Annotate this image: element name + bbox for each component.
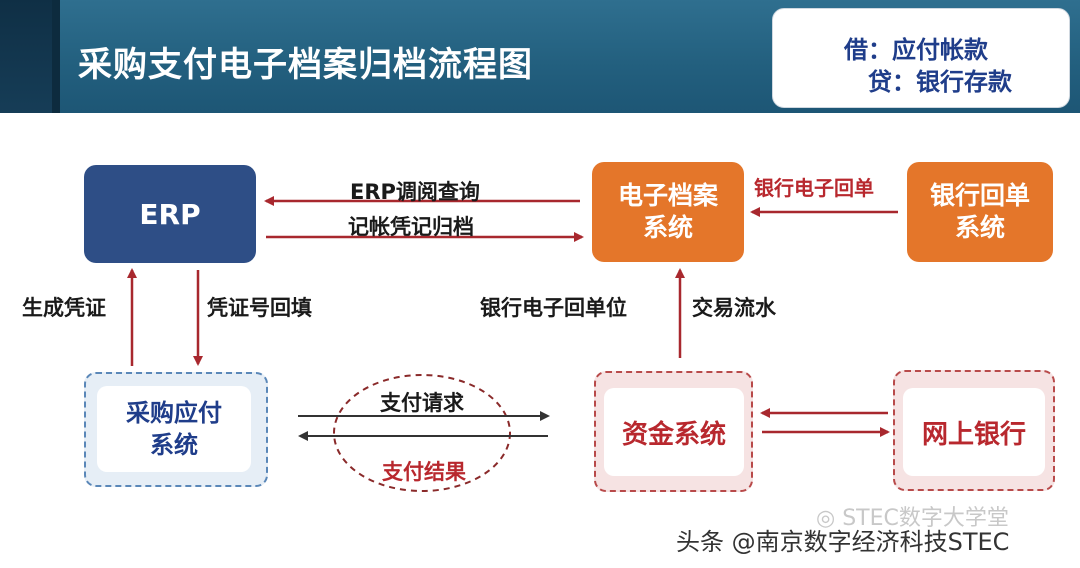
page-title: 采购支付电子档案归档流程图	[78, 45, 533, 85]
edge-label-archive-voucher: 记帐凭记归档	[348, 215, 474, 239]
edge-label-bank-slip-position: 银行电子回单位	[480, 296, 627, 320]
fund-label: 资金系统	[621, 419, 726, 450]
erp-label: ERP	[139, 197, 201, 231]
ap-system-node: 采购应付 系统	[97, 386, 251, 472]
header-stripe	[52, 0, 60, 113]
edge-label-bank-e-slip: 银行电子回单	[754, 176, 874, 200]
journal-entry-card	[772, 8, 1070, 108]
edge-label-generate-voucher: 生成凭证	[22, 296, 106, 320]
credit-entry: 贷：银行存款	[868, 68, 1012, 96]
edge-label-payment-result: 支付结果	[382, 460, 466, 484]
archive-system-node: 电子档案 系统	[592, 162, 744, 262]
online-bank-node: 网上银行	[903, 388, 1045, 476]
online-bank-label: 网上银行	[921, 419, 1026, 450]
watermark-logo: ◎ STEC数字大学堂	[816, 500, 1009, 532]
erp-node: ERP	[84, 165, 256, 263]
fund-system-node: 资金系统	[604, 388, 744, 476]
edge-label-transaction-flow: 交易流水	[692, 296, 776, 320]
edge-label-erp-query: ERP调阅查询	[350, 180, 480, 204]
archive-label-line1: 电子档案	[617, 181, 718, 210]
archive-label-line2: 系统	[642, 213, 693, 242]
bank-slip-label-line1: 银行回单	[929, 181, 1030, 210]
watermark-logo-text: STEC数字大学堂	[842, 506, 1009, 531]
edge-label-payment-request: 支付请求	[380, 391, 464, 415]
watermark-footer: 头条 @南京数字经济科技STEC	[676, 528, 1010, 556]
wechat-icon: ◎	[816, 506, 836, 531]
payment-ellipse	[333, 374, 511, 492]
bank-slip-label-line2: 系统	[954, 213, 1005, 242]
ap-label-line1: 采购应付	[126, 399, 222, 427]
edge-label-voucher-backfill: 凭证号回填	[207, 296, 312, 320]
ap-label-line2: 系统	[150, 431, 198, 459]
debit-entry: 借：应付帐款	[844, 36, 988, 64]
bank-slip-system-node: 银行回单 系统	[907, 162, 1053, 262]
header-accent	[0, 0, 52, 113]
